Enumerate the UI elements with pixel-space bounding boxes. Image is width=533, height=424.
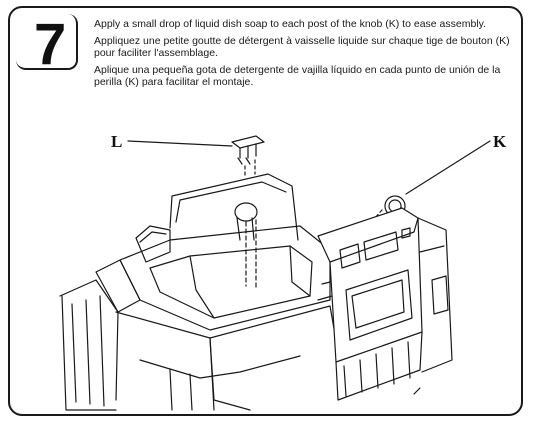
callout-leader-k <box>405 140 491 195</box>
callout-leader-l <box>127 140 233 147</box>
step-number: 7 <box>34 12 67 77</box>
instruction-panel: 7 Apply a small drop of liquid dish soap… <box>8 6 523 416</box>
sink-body-drawing <box>59 173 453 411</box>
instruction-english: Apply a small drop of liquid dish soap t… <box>94 18 487 30</box>
instruction-spanish: Aplique una pequeña gota de detergente d… <box>94 64 501 88</box>
instruction-french: Appliquez une petite goutte de détergent… <box>94 35 510 59</box>
step-badge <box>16 14 78 70</box>
clip-part-icon <box>231 135 265 179</box>
callout-label-l: L <box>111 132 123 151</box>
callout-label-k: K <box>493 132 507 151</box>
instruction-text-block: Apply a small drop of liquid dish soap t… <box>94 18 514 93</box>
